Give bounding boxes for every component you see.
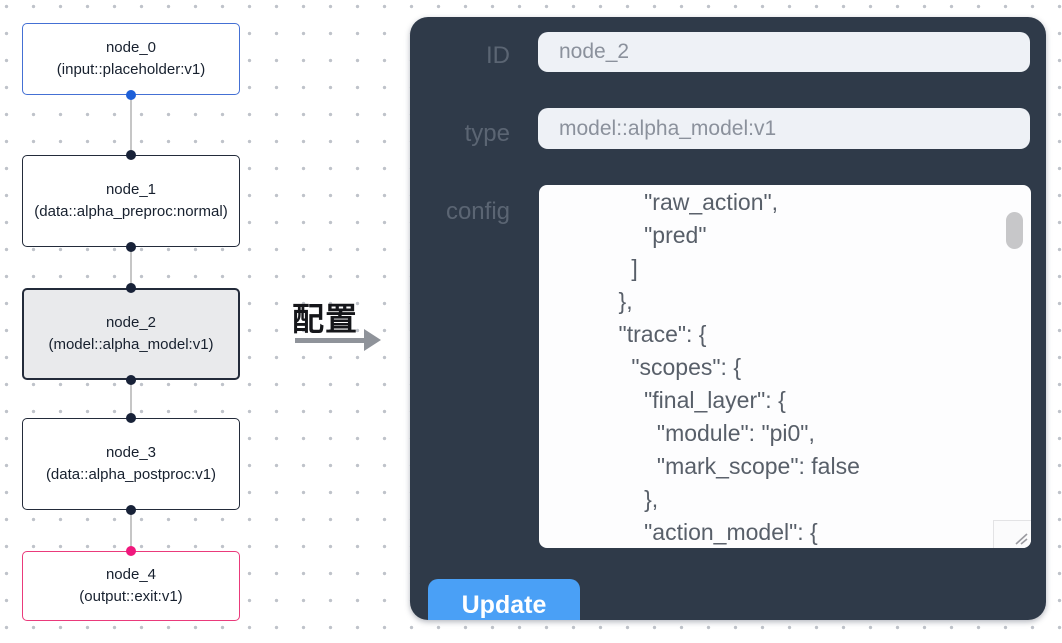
node-id: node_0 xyxy=(105,39,157,56)
input-port-node_3[interactable] xyxy=(126,413,136,423)
type-input[interactable] xyxy=(538,108,1030,149)
node-type: (input::placeholder:v1) xyxy=(56,61,206,78)
node-type: (output::exit:v1) xyxy=(79,588,183,605)
node-config-panel: ID type config "raw_action", "pred" ] },… xyxy=(410,17,1046,620)
input-port-node_1[interactable] xyxy=(126,150,136,160)
output-port-node_3[interactable] xyxy=(126,505,136,515)
config-json-text[interactable]: "raw_action", "pred" ] }, "trace": { "sc… xyxy=(618,189,860,545)
input-port-node_4[interactable] xyxy=(126,546,136,556)
graph-node-node_4[interactable]: node_4 (output::exit:v1) xyxy=(22,551,240,621)
type-field-label: type xyxy=(464,120,510,147)
input-port-node_2[interactable] xyxy=(126,283,136,293)
node-id: node_1 xyxy=(105,181,157,198)
node-type: (model::alpha_model:v1) xyxy=(48,336,214,353)
output-port-node_2[interactable] xyxy=(126,375,136,385)
graph-node-node_0[interactable]: node_0 (input::placeholder:v1) xyxy=(22,23,240,95)
graph-node-node_2-selected[interactable]: node_2 (model::alpha_model:v1) xyxy=(22,288,240,380)
configure-label: 配置 xyxy=(292,301,359,337)
output-port-node_0[interactable] xyxy=(126,90,136,100)
scrollbar-thumb[interactable] xyxy=(1006,212,1023,249)
node-type: (data::alpha_postproc:v1) xyxy=(45,466,217,483)
edge-node1-node2 xyxy=(130,247,132,288)
node-id: node_2 xyxy=(105,314,157,331)
config-textarea[interactable]: "raw_action", "pred" ] }, "trace": { "sc… xyxy=(539,185,1031,548)
arrow-right-icon-head xyxy=(364,329,381,351)
config-field-label: config xyxy=(445,198,510,225)
update-button[interactable]: Update xyxy=(428,579,580,620)
graph-node-node_1[interactable]: node_1 (data::alpha_preproc:normal) xyxy=(22,155,240,247)
edge-node2-node3 xyxy=(130,380,132,418)
output-port-node_1[interactable] xyxy=(126,242,136,252)
id-input[interactable] xyxy=(538,32,1030,72)
arrow-right-icon xyxy=(295,338,367,343)
node-id: node_3 xyxy=(105,444,157,461)
id-field-label: ID xyxy=(486,42,510,69)
edge-node0-node1 xyxy=(130,95,132,155)
node-type: (data::alpha_preproc:normal) xyxy=(34,203,228,220)
edge-node3-node4 xyxy=(130,510,132,551)
node-id: node_4 xyxy=(105,566,157,583)
graph-node-node_3[interactable]: node_3 (data::alpha_postproc:v1) xyxy=(22,418,240,510)
resize-handle-icon[interactable] xyxy=(993,520,1031,548)
